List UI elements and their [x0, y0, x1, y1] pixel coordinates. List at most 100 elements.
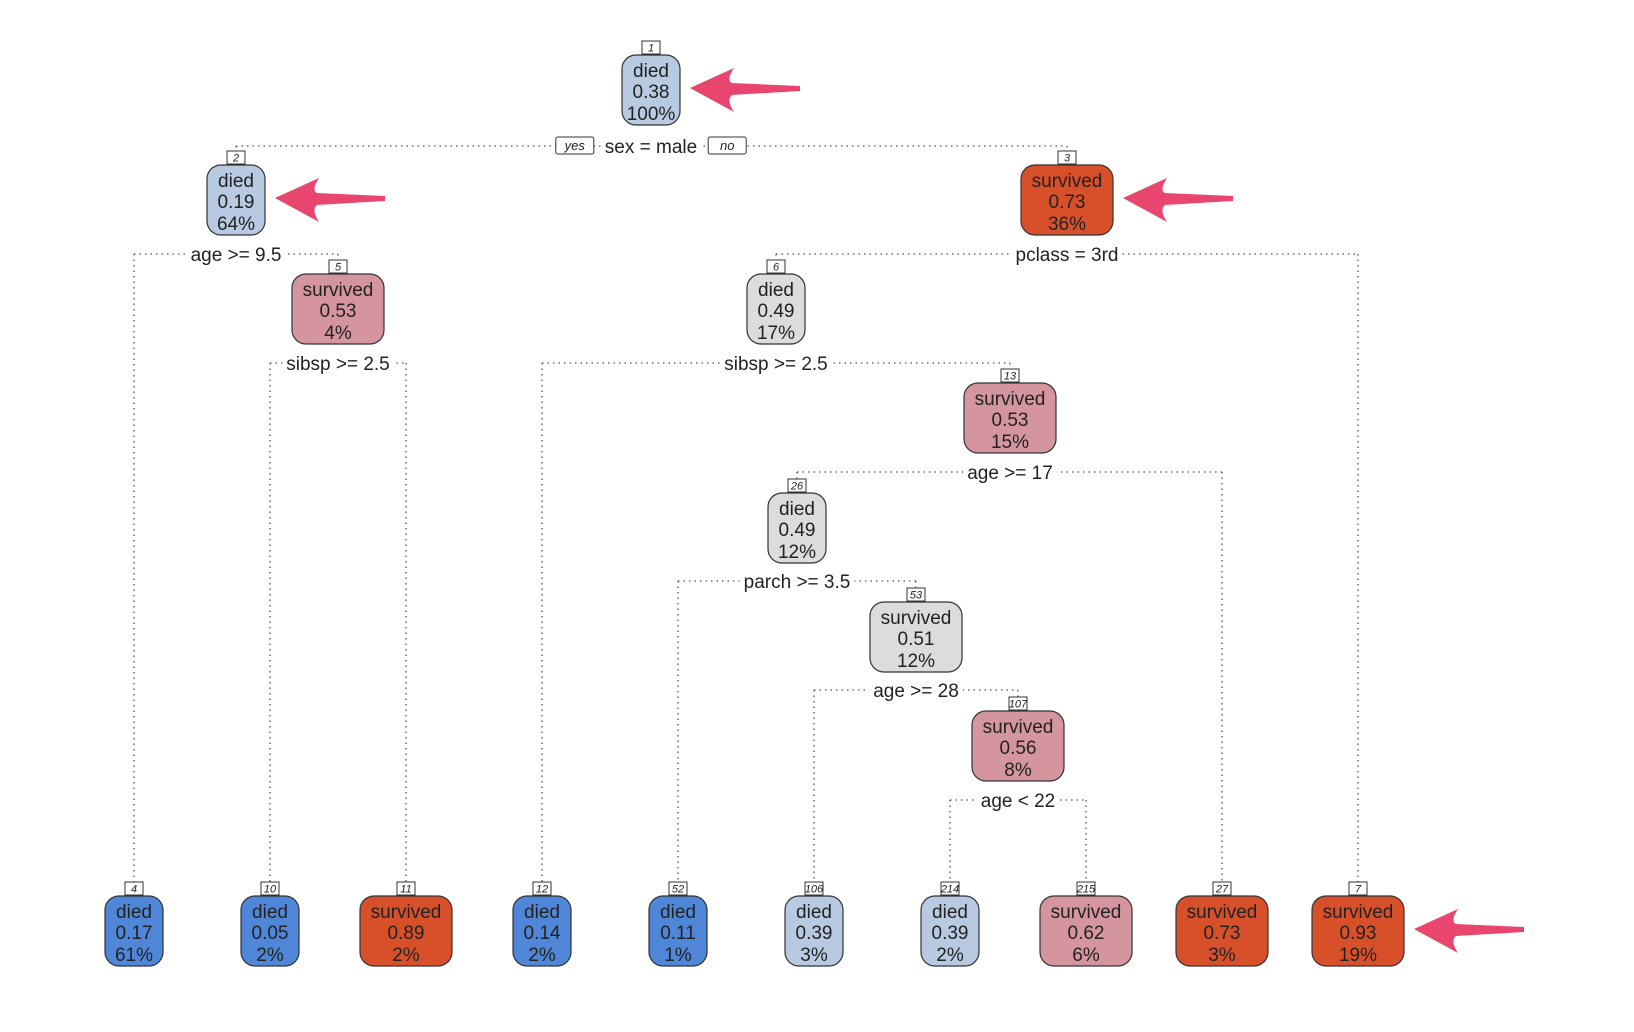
split-label-bg — [963, 460, 1057, 482]
node-box — [240, 895, 300, 967]
node-index: 11 — [400, 884, 411, 896]
node-probability: 0.53 — [320, 301, 357, 322]
node-index-box — [124, 881, 144, 896]
node-percent: 3% — [800, 945, 828, 966]
node-class: survived — [371, 902, 442, 923]
node-box — [920, 895, 980, 967]
node-index: 107 — [1009, 699, 1028, 711]
split-label: parch >= 3.5 — [744, 572, 851, 593]
node-probability: 0.49 — [758, 301, 795, 322]
node-percent: 3% — [1208, 945, 1236, 966]
split-label-bg — [976, 788, 1060, 810]
node-probability: 0.89 — [388, 923, 425, 944]
node-index: 12 — [536, 884, 548, 896]
node-index-box — [940, 881, 960, 896]
node-index: 1 — [648, 43, 654, 55]
split-label-bg — [739, 569, 855, 591]
node-index-box — [260, 881, 280, 896]
node-probability: 0.49 — [779, 520, 816, 541]
node-class: died — [660, 902, 696, 923]
node-probability: 0.53 — [992, 410, 1029, 431]
split-label-group: age >= 17 — [963, 460, 1057, 484]
node-box — [291, 273, 385, 345]
node-class: survived — [303, 280, 374, 301]
node-box — [971, 710, 1065, 782]
node-index: 4 — [131, 884, 137, 896]
node-percent: 1% — [664, 945, 692, 966]
node-class: died — [116, 902, 152, 923]
node-probability: 0.73 — [1049, 192, 1086, 213]
node-percent: 12% — [778, 542, 816, 563]
split-label: age >= 9.5 — [191, 245, 282, 266]
node-index: 27 — [1215, 884, 1229, 896]
node-class: survived — [881, 608, 952, 629]
node-index-box — [532, 881, 552, 896]
node-index: 106 — [805, 884, 824, 896]
yes-label: yes — [564, 138, 586, 153]
node-probability: 0.93 — [1340, 923, 1377, 944]
node-index: 53 — [910, 590, 923, 602]
node-class: died — [758, 280, 794, 301]
split-label-bg — [720, 351, 832, 373]
node-percent: 64% — [217, 214, 255, 235]
node-index-box — [766, 259, 786, 274]
node-probability: 0.17 — [116, 923, 153, 944]
node-index-box — [906, 587, 926, 602]
split-label: pclass = 3rd — [1016, 245, 1119, 266]
node-index-box — [1000, 368, 1020, 383]
node-index: 215 — [1076, 884, 1096, 896]
node-index-box — [787, 478, 807, 493]
node-box — [1311, 895, 1405, 967]
node-index: 214 — [940, 884, 959, 896]
node-class: died — [796, 902, 832, 923]
node-probability: 0.73 — [1204, 923, 1241, 944]
node-percent: 2% — [392, 945, 420, 966]
node-index-box — [328, 259, 348, 274]
node-percent: 15% — [991, 432, 1029, 453]
node-percent: 100% — [627, 104, 676, 125]
node-index-box — [1212, 881, 1232, 896]
no-label-box — [707, 136, 747, 155]
node-index-box — [1348, 881, 1368, 896]
split-label-group: age >= 9.5 — [186, 242, 286, 266]
node-percent: 36% — [1048, 214, 1086, 235]
node-box — [1020, 164, 1114, 236]
split-label: age >= 28 — [873, 681, 959, 702]
split-label: sibsp >= 2.5 — [724, 354, 828, 375]
split-label-group: sibsp >= 2.5 — [282, 351, 394, 375]
node-index: 52 — [672, 884, 684, 896]
node-class: died — [779, 499, 815, 520]
node-box — [621, 54, 681, 126]
node-index-box — [226, 150, 246, 165]
node-percent: 2% — [528, 945, 556, 966]
node-class: survived — [1032, 171, 1103, 192]
node-percent: 4% — [324, 323, 352, 344]
split-label-bg — [1011, 242, 1123, 264]
node-box — [359, 895, 453, 967]
node-index: 7 — [1355, 884, 1362, 896]
pointer-arrow-icon — [1414, 909, 1524, 953]
no-label: no — [720, 138, 734, 153]
node-probability: 0.39 — [796, 923, 833, 944]
split-label-group: age < 22 — [976, 788, 1060, 812]
node-percent: 12% — [897, 651, 935, 672]
node-box — [746, 273, 806, 345]
node-box — [104, 895, 164, 967]
node-class: died — [252, 902, 288, 923]
